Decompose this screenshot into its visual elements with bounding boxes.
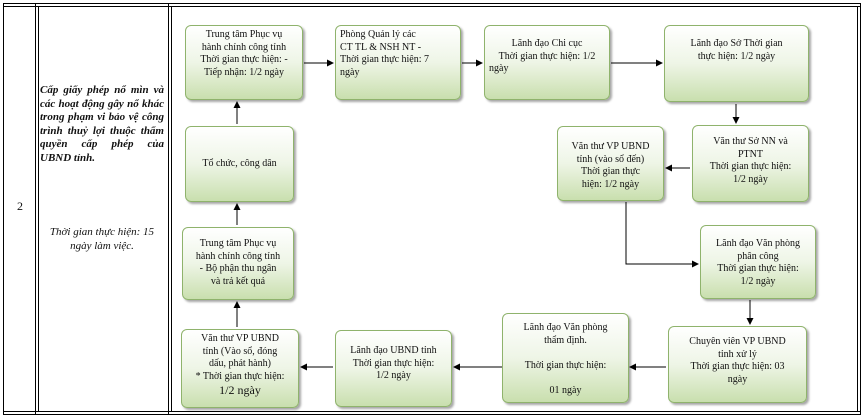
- row-number: 2: [17, 199, 23, 213]
- step-box-dept-clerk: Văn thư Sở NN và PTNT Thời gian thực hiệ…: [692, 125, 809, 202]
- step-box-specialist-processing: Chuyên viên VP UBND tỉnh xử lý Thời gian…: [668, 326, 807, 403]
- processing-time: Thời gian thực hiện: 15 ngày làm việc.: [49, 226, 155, 252]
- step-box-ubnd-clerk-issue: Văn thư VP UBND tỉnh (Vào sổ, đóng dấu, …: [181, 329, 299, 408]
- step-box-management-department: Phòng Quản lý các CT TL & NSH NT - Thời …: [335, 25, 461, 100]
- procedure-title: Cấp giấy phép nổ mìn và các hoạt động gâ…: [40, 84, 164, 164]
- step-box-ubnd-clerk-incoming: Văn thư VP UBND tỉnh (vào sổ đến) Thời g…: [557, 126, 664, 201]
- step-box-service-center-return: Trung tâm Phục vụ hành chính công tỉnh -…: [182, 227, 294, 300]
- step-box-sub-department-leader: Lãnh đạo Chi cục Thời gian thực hiện: 1/…: [484, 25, 610, 100]
- step-box-department-leader: Lãnh đạo Sở Thời gian thực hiện: 1/2 ngà…: [664, 25, 809, 102]
- arrow-b6-b7: [625, 202, 699, 268]
- step-box-citizen: Tổ chức, công dân: [185, 126, 294, 202]
- step-box-office-leader-assign: Lãnh đạo Văn phòng phân công Thời gian t…: [700, 225, 816, 299]
- step-box-office-leader-appraisal: Lãnh đạo Văn phòng thẩm định. Thời gian …: [502, 313, 629, 403]
- step-box-ubnd-leader: Lãnh đạo UBND tỉnh Thời gian thực hiện: …: [335, 330, 452, 407]
- step-box-service-center-reception: Trung tâm Phục vụ hành chính công tỉnh T…: [185, 25, 303, 100]
